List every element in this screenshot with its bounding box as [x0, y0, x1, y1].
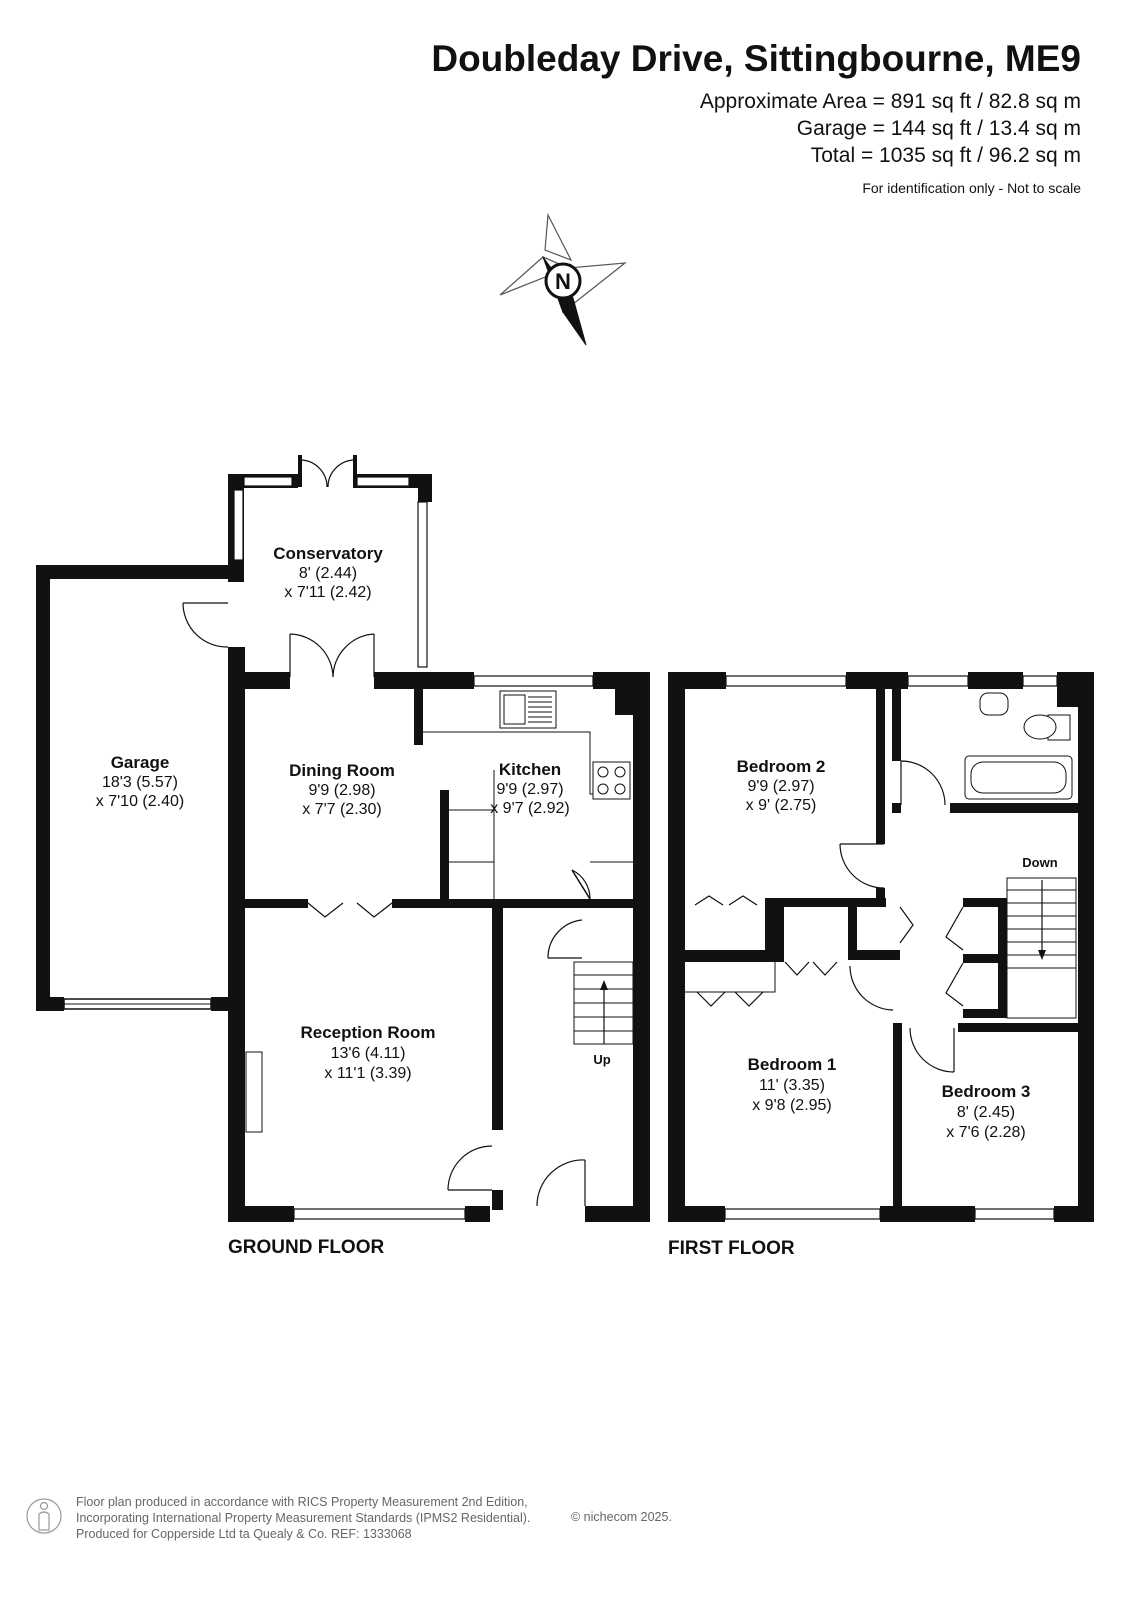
footer-line-2: Incorporating International Property Mea…: [76, 1511, 531, 1525]
page-title: Doubleday Drive, Sittingbourne, ME9: [431, 38, 1081, 79]
conservatory-name: Conservatory: [273, 544, 383, 563]
bedroom-1-name: Bedroom 1: [748, 1055, 837, 1074]
bedroom-2-name: Bedroom 2: [737, 757, 826, 776]
garage-dim-1: 18'3 (5.57): [102, 774, 178, 791]
compass-icon: N: [499, 212, 627, 346]
dining-room-name: Dining Room: [289, 761, 395, 780]
bedroom-1-dim-2: x 9'8 (2.95): [752, 1097, 832, 1114]
garage-area-text: Garage = 144 sq ft / 13.4 sq m: [796, 117, 1081, 140]
ground-floor-plan: [36, 455, 650, 1222]
conservatory-dim-1: 8' (2.44): [299, 565, 357, 582]
footer-text: Floor plan produced in accordance with R…: [76, 1494, 530, 1542]
total-area-text: Total = 1035 sq ft / 96.2 sq m: [810, 144, 1081, 167]
first-floor-plan: [668, 672, 1094, 1222]
stairs-up-label: Up: [593, 1052, 610, 1067]
dining-room-dim-1: 9'9 (2.98): [308, 782, 375, 799]
kitchen-dim-2: x 9'7 (2.92): [490, 800, 570, 817]
garage-name: Garage: [111, 753, 170, 772]
footer-line-1: Floor plan produced in accordance with R…: [76, 1495, 528, 1509]
kitchen-dim-1: 9'9 (2.97): [496, 781, 563, 798]
bedroom-2-dim-2: x 9' (2.75): [746, 797, 817, 814]
bedroom-3-name: Bedroom 3: [942, 1082, 1031, 1101]
stairs-down-label: Down: [1022, 855, 1057, 870]
garage-dim-2: x 7'10 (2.40): [96, 793, 184, 810]
scale-disclaimer: For identification only - Not to scale: [862, 180, 1081, 196]
bedroom-2-dim-1: 9'9 (2.97): [747, 778, 814, 795]
person-icon: [26, 1498, 62, 1534]
kitchen-name: Kitchen: [499, 760, 561, 779]
copyright-text: © nichecom 2025.: [571, 1510, 672, 1524]
footer-line-3: Produced for Copperside Ltd ta Quealy & …: [76, 1527, 412, 1541]
bedroom-1-dim-1: 11' (3.35): [759, 1077, 825, 1094]
bedroom-3-dim-2: x 7'6 (2.28): [946, 1124, 1026, 1141]
reception-room-name: Reception Room: [300, 1023, 435, 1042]
bedroom-3-dim-1: 8' (2.45): [957, 1104, 1015, 1121]
dining-room-dim-2: x 7'7 (2.30): [302, 801, 382, 818]
compass-north-label: N: [555, 269, 571, 294]
approximate-area-text: Approximate Area = 891 sq ft / 82.8 sq m: [699, 90, 1081, 113]
conservatory-dim-2: x 7'11 (2.42): [284, 584, 371, 601]
reception-room-dim-1: 13'6 (4.11): [331, 1045, 406, 1062]
reception-room-dim-2: x 11'1 (3.39): [324, 1065, 411, 1082]
first-floor-label: FIRST FLOOR: [668, 1238, 795, 1259]
ground-floor-label: GROUND FLOOR: [228, 1237, 384, 1258]
